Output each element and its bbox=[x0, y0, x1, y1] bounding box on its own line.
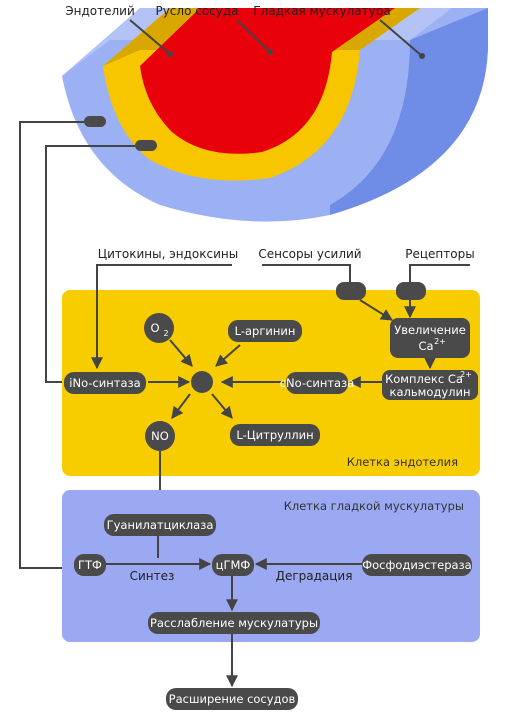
synthesis-label: Синтез bbox=[130, 569, 175, 583]
receptor-pill bbox=[396, 282, 426, 300]
cgmp-label: цГМФ bbox=[216, 558, 251, 572]
stretch-sensor-pill bbox=[336, 282, 366, 300]
l-arginine-node bbox=[228, 320, 302, 342]
ca-superscript: 2+ bbox=[434, 337, 446, 346]
vasodilation-label: Расширение сосудов bbox=[169, 692, 296, 706]
guanylate-cyclase-node bbox=[104, 514, 216, 536]
lumen-layer bbox=[140, 8, 395, 154]
smooth-muscle-label: Гладкая мускулатура bbox=[253, 4, 390, 18]
gtp-node bbox=[74, 554, 106, 576]
phosphodiesterase-node bbox=[362, 554, 472, 576]
o2-label: O bbox=[150, 321, 159, 335]
endothelial-cell-title: Клетка эндотелия bbox=[347, 455, 458, 469]
feedback-lines bbox=[19, 121, 135, 569]
ca-increase-line1: Увеличение bbox=[394, 323, 466, 337]
degradation-label: Деградация bbox=[276, 569, 353, 583]
inos-node bbox=[64, 372, 146, 394]
endothelium-label: Эндотелий bbox=[65, 4, 135, 18]
o2-node bbox=[144, 313, 174, 343]
nos-reaction-center bbox=[191, 371, 213, 393]
ca-increase-node bbox=[390, 318, 470, 358]
vessel-illustration: Эндотелий Русло сосуда Гладкая мускулату… bbox=[62, 4, 488, 222]
cgmp-node bbox=[212, 554, 254, 576]
phosphodiesterase-label: Фосфодиэстераза bbox=[362, 558, 471, 572]
lumen-label: Русло сосуда bbox=[155, 4, 238, 18]
smooth-muscle-cell-title: Клетка гладкой мускулатуры bbox=[284, 499, 464, 513]
o2-subscript: 2 bbox=[163, 329, 168, 338]
l-citrulline-label: L-Цитруллин bbox=[236, 428, 313, 442]
receptors-label: Рецепторы bbox=[405, 247, 474, 261]
ca-increase-line2: Ca bbox=[418, 339, 433, 353]
guanylate-cyclase-label: Гуанилатциклаза bbox=[107, 518, 214, 532]
relaxation-label: Расслабление мускулатуры bbox=[150, 616, 318, 630]
relaxation-node bbox=[148, 612, 320, 634]
complex-superscript: 2+ bbox=[460, 370, 472, 379]
no-node bbox=[145, 421, 175, 451]
cytokines-label: Цитокины, эндоксины bbox=[98, 247, 238, 261]
stretch-sensors-label: Сенсоры усилий bbox=[258, 247, 361, 261]
cnos-label: cNo-синтаза bbox=[280, 376, 355, 390]
cnos-node bbox=[286, 372, 348, 394]
inos-label: iNo-синтаза bbox=[69, 376, 140, 390]
l-arginine-label: L-аргинин bbox=[235, 324, 296, 338]
vasodilation-node bbox=[166, 688, 298, 710]
gtp-label: ГТФ bbox=[78, 558, 102, 572]
l-citrulline-node bbox=[230, 424, 320, 446]
complex-line2: кальмодулин bbox=[390, 385, 471, 399]
no-label: NO bbox=[151, 429, 169, 443]
complex-line1: Комплекс Ca bbox=[385, 372, 463, 386]
